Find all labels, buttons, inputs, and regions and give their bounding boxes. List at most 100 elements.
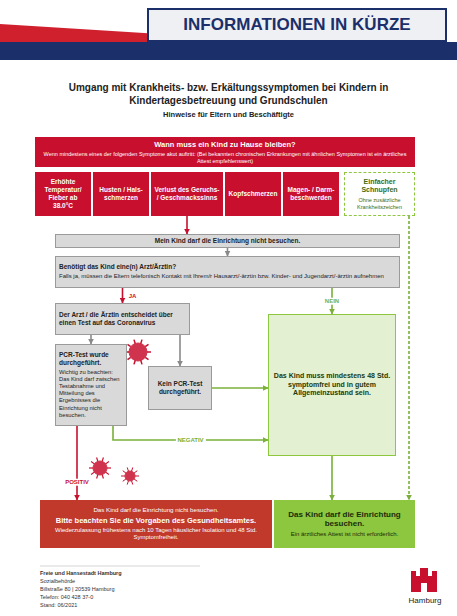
connector-arrow [186, 216, 188, 234]
node-heading: Das Kind darf die Einrichtung nicht besu… [43, 506, 269, 514]
virus-spike [145, 344, 148, 346]
header-band [0, 42, 457, 60]
connector-arrow [179, 335, 181, 366]
result-box: Das Kind darf die Einrichtung nicht besu… [40, 500, 272, 548]
node-heading: Erhöhte Temperatur/ Fieber ab 38.0°C [38, 178, 88, 210]
connector-arrow [122, 288, 124, 303]
header-stripe [0, 24, 160, 43]
logo-gate [421, 583, 427, 592]
symptom-box: Kopfschmerzen [225, 172, 281, 216]
virus-spike [107, 467, 111, 468]
virus-spike [89, 467, 93, 468]
logo-wall [411, 576, 437, 592]
node-heading: Wann muss ein Kind zu Hause bleiben? [38, 140, 412, 149]
node-body: Falls ja, müssen die Eltern telefonisch … [59, 273, 396, 280]
node-heading: PCR-Test wurde durchgeführt. [59, 351, 123, 367]
node-body: Bitte beachten Sie die Vorgaben des Gesu… [43, 516, 269, 525]
node-heading: Kein PCR-Test durchgeführt. [152, 380, 208, 396]
edge-label: POSITIV [63, 479, 91, 486]
connector-arrow [408, 216, 410, 500]
header-title: INFORMATIONEN IN KÜRZE [150, 15, 444, 35]
header-box [148, 9, 446, 41]
node-heading: Husten / Hals-schmerzen [96, 186, 146, 202]
virus-spike [147, 351, 151, 353]
process-box: Mein Kind darf die Einrichtung nicht bes… [55, 234, 400, 248]
footer-text: Sozialbehörde [40, 578, 240, 584]
virus-spike [135, 476, 139, 477]
virus-spike [97, 458, 98, 462]
virus-spike [141, 340, 142, 344]
logo-tower [432, 571, 437, 577]
node-body: Ein ärztliches Attest ist nicht erforder… [277, 531, 412, 538]
virus-spike [91, 472, 94, 474]
virus-symbol [125, 340, 151, 365]
connector-arrow [90, 335, 92, 344]
header-banner: Wann muss ein Kind zu Hause bleiben? Wenn… [35, 137, 415, 167]
connector-arrow [227, 248, 229, 256]
subtitle: Hinweise für Eltern und Beschäftigte [40, 111, 417, 120]
footer-rule [40, 566, 200, 567]
virus-spike [134, 471, 137, 473]
node-heading: Benötigt das Kind eine(n) Arzt/Ärztin? [59, 263, 396, 271]
footer-text: Billstraße 80 | 20539 Hamburg [40, 586, 240, 592]
virus-spike [127, 357, 130, 359]
virus-spike [121, 476, 125, 477]
process-box: PCR-Test wurde durchgeführt. Wichtig zu b… [55, 344, 127, 426]
virus-spike [106, 472, 109, 474]
edge-label: NEIN [323, 298, 341, 305]
symptom-box: Magen- / Darm-beschwerden [283, 172, 339, 216]
virus-spike [141, 361, 142, 365]
node-heading: Kopfschmerzen [228, 190, 278, 198]
virus-symbol [121, 467, 139, 484]
connector-arrow [331, 456, 333, 500]
footer-text: Stand: 06/2021 [40, 602, 240, 608]
connector-arrow [212, 387, 268, 389]
process-box: Der Arzt / die Ärztin entscheidet über e… [55, 303, 190, 335]
virus-spike [127, 344, 130, 346]
virus-spike [132, 481, 133, 485]
node-body: Ohne zusätzliche Krankheitszeichen [348, 197, 411, 210]
question-box: Benötigt das Kind eine(n) Arzt/Ärztin? Fa… [55, 256, 400, 288]
symptom-box: Verlust des Geruchs- / Geschmackssinns [151, 172, 223, 216]
logo-tower [420, 568, 428, 578]
virus-spike [102, 458, 103, 462]
virus-spike [91, 462, 94, 464]
node-heading: Mein Kind darf die Einrichtung nicht bes… [59, 237, 396, 245]
footer-text: Freie und Hansestadt Hamburg [40, 570, 240, 576]
virus-spike [132, 467, 133, 471]
symptom-box: Husten / Hals-schmerzen [93, 172, 149, 216]
edge-label: NEGATIV [175, 437, 205, 444]
condition-box: Das Kind muss mindestens 48 Std. symptom… [268, 314, 396, 456]
virus-spike [97, 475, 98, 479]
virus-spike [145, 357, 148, 359]
symptom-box: Erhöhte Temperatur/ Fieber ab 38.0°C [35, 172, 91, 216]
virus-spike [134, 479, 137, 481]
virus-spike [127, 467, 128, 471]
edge-label: JA [127, 292, 139, 299]
virus-spike [134, 361, 135, 365]
exception-box: Einfacher SchnupfenOhne zusätzliche Kran… [344, 172, 415, 216]
node-body: Wiederzulassung frühestens nach 10 Tagen… [43, 527, 269, 542]
node-heading: Der Arzt / die Ärztin entscheidet über e… [59, 311, 186, 327]
hamburg-logo [411, 568, 437, 592]
logo-tower [411, 571, 416, 577]
footer-text: Telefon: 040 428 37-0 [40, 594, 240, 600]
virus-spike [123, 479, 126, 481]
node-body: Wichtig zu beachten: Das Kind darf zwisc… [59, 369, 123, 418]
node-heading: Das Kind darf die Einrichtung besuchen. [277, 510, 412, 530]
virus-spike [102, 475, 103, 479]
virus-spike [106, 462, 109, 464]
title: Umgang mit Krankheits- bzw. Erkältungssy… [40, 82, 417, 107]
logo-text: Hamburg [398, 596, 452, 605]
virus-spike [123, 471, 126, 473]
result-box: Das Kind darf die Einrichtung besuchen.E… [274, 500, 415, 548]
virus-spike [134, 340, 135, 344]
node-heading: Das Kind muss mindestens 48 Std. symptom… [272, 372, 392, 398]
node-heading: Magen- / Darm-beschwerden [286, 186, 336, 202]
virus-spike [127, 481, 128, 485]
node-heading: Verlust des Geruchs- / Geschmackssinns [154, 186, 220, 202]
process-box: Kein PCR-Test durchgeführt. [148, 366, 212, 410]
virus-symbol [89, 458, 111, 479]
node-body: Wenn mindestens eines der folgenden Symp… [38, 151, 412, 164]
